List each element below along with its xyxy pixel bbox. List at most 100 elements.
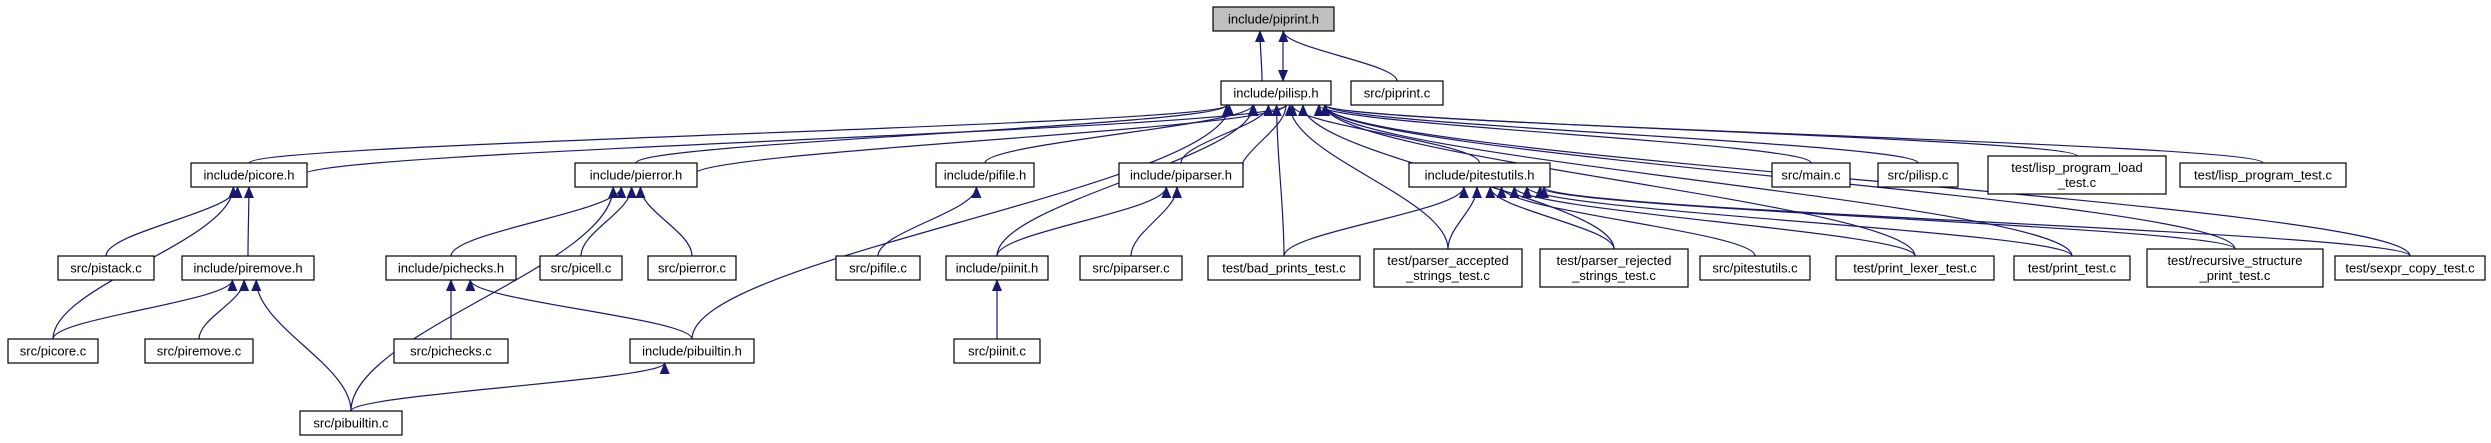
node-pierror-c[interactable]: src/pierror.c — [647, 255, 737, 281]
node-label: src/pilisp.c — [1888, 168, 1949, 183]
node-parser-accepted-strings-test-c[interactable]: test/parser_accepted_strings_test.c — [1373, 248, 1523, 288]
node-box[interactable] — [1699, 255, 1811, 281]
node-box[interactable] — [1877, 162, 1959, 188]
node-piinit-h[interactable]: include/piinit.h — [945, 255, 1049, 281]
node-piinit-c[interactable]: src/piinit.c — [953, 338, 1041, 364]
node-box[interactable] — [647, 255, 737, 281]
node-label: include/pierror.h — [590, 168, 683, 183]
node-label: src/pierror.c — [658, 261, 726, 276]
node-pilisp-h[interactable]: include/pilisp.h — [1220, 80, 1332, 106]
node-pifile-h[interactable]: include/pifile.h — [935, 162, 1035, 188]
node-bad-prints-test-c[interactable]: test/bad_prints_test.c — [1207, 255, 1361, 281]
edge-print_lexer_test_c-to-pilisp_h — [1320, 104, 1916, 257]
node-box[interactable] — [935, 162, 1035, 188]
node-print-test-c[interactable]: test/print_test.c — [2013, 255, 2131, 281]
node-box[interactable] — [1118, 162, 1244, 188]
node-box[interactable] — [181, 255, 315, 281]
node-label: src/picell.c — [551, 261, 612, 276]
node-box[interactable] — [385, 255, 517, 281]
node-box[interactable] — [539, 255, 623, 281]
node-label: src/pistack.c — [70, 261, 142, 276]
node-box[interactable] — [1212, 6, 1335, 32]
node-pifile-c[interactable]: src/pifile.c — [835, 255, 921, 281]
edge-pibuiltin_c-to-piremove_h — [251, 279, 352, 412]
edge-parser_accepted_strings_test_c-to-pilisp_h — [1284, 104, 1449, 250]
node-box[interactable] — [2334, 255, 2486, 281]
node-label: include/piinit.h — [956, 261, 1038, 276]
node-parser-rejected-strings-test-c[interactable]: test/parser_rejected_strings_test.c — [1539, 248, 1689, 288]
node-box[interactable] — [835, 255, 921, 281]
node-box[interactable] — [1771, 162, 1851, 188]
node-box[interactable] — [1987, 155, 2167, 195]
node-box[interactable] — [629, 338, 755, 364]
node-piparser-c[interactable]: src/piparser.c — [1079, 255, 1183, 281]
node-label: src/main.c — [1781, 168, 1841, 183]
node-piprint-c[interactable]: src/piprint.c — [1350, 80, 1444, 106]
node-box[interactable] — [1220, 80, 1332, 106]
edge-parser_rejected_strings_test_c-to-pitestutils_h — [1485, 186, 1615, 250]
node-box[interactable] — [190, 162, 308, 188]
node-box[interactable] — [7, 338, 99, 364]
node-box[interactable] — [1835, 255, 1995, 281]
node-box[interactable] — [2146, 248, 2324, 288]
node-picell-c[interactable]: src/picell.c — [539, 255, 623, 281]
node-pichecks-h[interactable]: include/pichecks.h — [385, 255, 517, 281]
edge-piremove_h-to-picore_h — [243, 186, 254, 257]
node-label: test/lisp_program_test.c — [2194, 168, 2333, 183]
node-main-c[interactable]: src/main.c — [1771, 162, 1851, 188]
node-pitestutils-h[interactable]: include/pitestutils.h — [1408, 162, 1551, 188]
node-box[interactable] — [574, 162, 698, 188]
node-pitestutils-c[interactable]: src/pitestutils.c — [1699, 255, 1811, 281]
node-box[interactable] — [1207, 255, 1361, 281]
node-pichecks-c[interactable]: src/pichecks.c — [393, 338, 509, 364]
node-recursive-structure-print-test-c[interactable]: test/recursive_structure_print_test.c — [2146, 248, 2324, 288]
edge-parser_accepted_strings_test_c-to-pitestutils_h — [1447, 186, 1482, 250]
node-label: src/piinit.c — [968, 344, 1026, 359]
node-box[interactable] — [2179, 162, 2347, 188]
node-label: test/bad_prints_test.c — [1222, 261, 1346, 276]
node-label: src/pibuiltin.c — [313, 416, 389, 431]
node-label: test/parser_rejected — [1557, 253, 1672, 268]
node-box[interactable] — [393, 338, 509, 364]
node-box[interactable] — [1350, 80, 1444, 106]
node-label: _test.c — [2057, 175, 2097, 190]
node-label: src/piprint.c — [1364, 86, 1431, 101]
node-pistack-c[interactable]: src/pistack.c — [57, 255, 155, 281]
node-piremove-c[interactable]: src/piremove.c — [144, 338, 254, 364]
node-lisp-program-test-c[interactable]: test/lisp_program_test.c — [2179, 162, 2347, 188]
node-label: test/lisp_program_load — [2011, 160, 2143, 175]
node-box[interactable] — [1373, 248, 1523, 288]
edge-piprint_c-to-piprint_h — [1278, 30, 1398, 82]
node-piprint-h[interactable]: include/piprint.h — [1212, 6, 1335, 32]
node-piparser-h[interactable]: include/piparser.h — [1118, 162, 1244, 188]
node-lisp-program-load-test-c[interactable]: test/lisp_program_load_test.c — [1987, 155, 2167, 195]
node-picore-c[interactable]: src/picore.c — [7, 338, 99, 364]
edge-print_lexer_test_c-to-pitestutils_h — [1509, 186, 1916, 257]
node-box[interactable] — [144, 338, 254, 364]
node-label: src/picore.c — [20, 344, 87, 359]
node-label: _strings_test.c — [1405, 268, 1490, 283]
node-pibuiltin-h[interactable]: include/pibuiltin.h — [629, 338, 755, 364]
node-box[interactable] — [2013, 255, 2131, 281]
node-piremove-h[interactable]: include/piremove.h — [181, 255, 315, 281]
node-print-lexer-test-c[interactable]: test/print_lexer_test.c — [1835, 255, 1995, 281]
node-label: include/pichecks.h — [398, 261, 504, 276]
node-label: _print_test.c — [2199, 268, 2271, 283]
node-label: src/pifile.c — [849, 261, 907, 276]
node-box[interactable] — [57, 255, 155, 281]
node-pibuiltin-c[interactable]: src/pibuiltin.c — [299, 410, 403, 436]
node-pilisp-c[interactable]: src/pilisp.c — [1877, 162, 1959, 188]
edge-sexpr_copy_test_c-to-pilisp_h — [1320, 104, 2411, 257]
node-box[interactable] — [1539, 248, 1689, 288]
node-sexpr-copy-test-c[interactable]: test/sexpr_copy_test.c — [2334, 255, 2486, 281]
node-box[interactable] — [953, 338, 1041, 364]
edge-pilisp_h-to-picore_h — [298, 104, 1287, 176]
node-picore-h[interactable]: include/picore.h — [190, 162, 308, 188]
node-box[interactable] — [1408, 162, 1551, 188]
node-box[interactable] — [1079, 255, 1183, 281]
edge-picore_h-to-pilisp_h — [248, 104, 1232, 164]
node-pierror-h[interactable]: include/pierror.h — [574, 162, 698, 188]
node-box[interactable] — [945, 255, 1049, 281]
node-box[interactable] — [299, 410, 403, 436]
edge-pifile_h-to-pilisp_h — [984, 104, 1258, 164]
